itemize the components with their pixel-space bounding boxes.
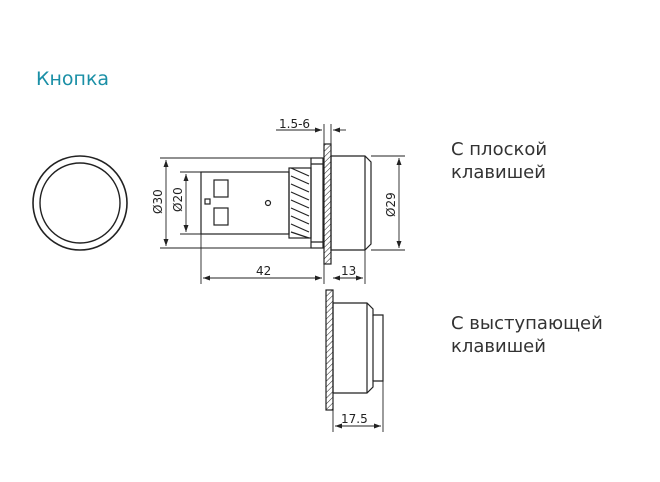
label-raised-key: С выступающей клавишей <box>451 312 603 358</box>
panel-section-raised <box>325 289 334 411</box>
contact-window-top <box>213 179 229 198</box>
page-title: Кнопка <box>36 68 110 90</box>
label-raised-line2: клавишей <box>451 336 546 357</box>
marker-dot <box>264 199 272 207</box>
thread <box>288 167 312 239</box>
label-flat-key: С плоской клавишей <box>451 138 547 184</box>
side-view-flat <box>200 143 372 265</box>
dim-inner-diameter: Ø20 <box>171 187 185 212</box>
dim-panel-thickness: 1.5-6 <box>279 117 310 131</box>
contact-window-bottom <box>213 207 229 226</box>
front-outer-ring <box>32 155 128 251</box>
label-flat-line1: С плоской <box>451 139 548 160</box>
marker-square <box>204 198 211 205</box>
label-flat-line2: клавишей <box>451 162 546 183</box>
front-view <box>32 155 128 251</box>
side-view-raised <box>325 289 384 411</box>
dimension-lines-raised <box>332 381 384 432</box>
panel-section <box>323 143 332 265</box>
raised-cap <box>332 302 384 394</box>
dim-outer-diameter: Ø30 <box>151 189 165 214</box>
label-raised-line1: С выступающей <box>451 313 603 334</box>
dimension-lines <box>160 124 405 284</box>
dim-cap-diameter: Ø29 <box>384 192 398 217</box>
dim-flat-cap-depth: 13 <box>341 264 356 278</box>
dim-body-length: 42 <box>256 264 271 278</box>
front-inner-ring <box>39 162 121 244</box>
nut <box>310 157 324 249</box>
dim-raised-cap-depth: 17.5 <box>341 412 368 426</box>
